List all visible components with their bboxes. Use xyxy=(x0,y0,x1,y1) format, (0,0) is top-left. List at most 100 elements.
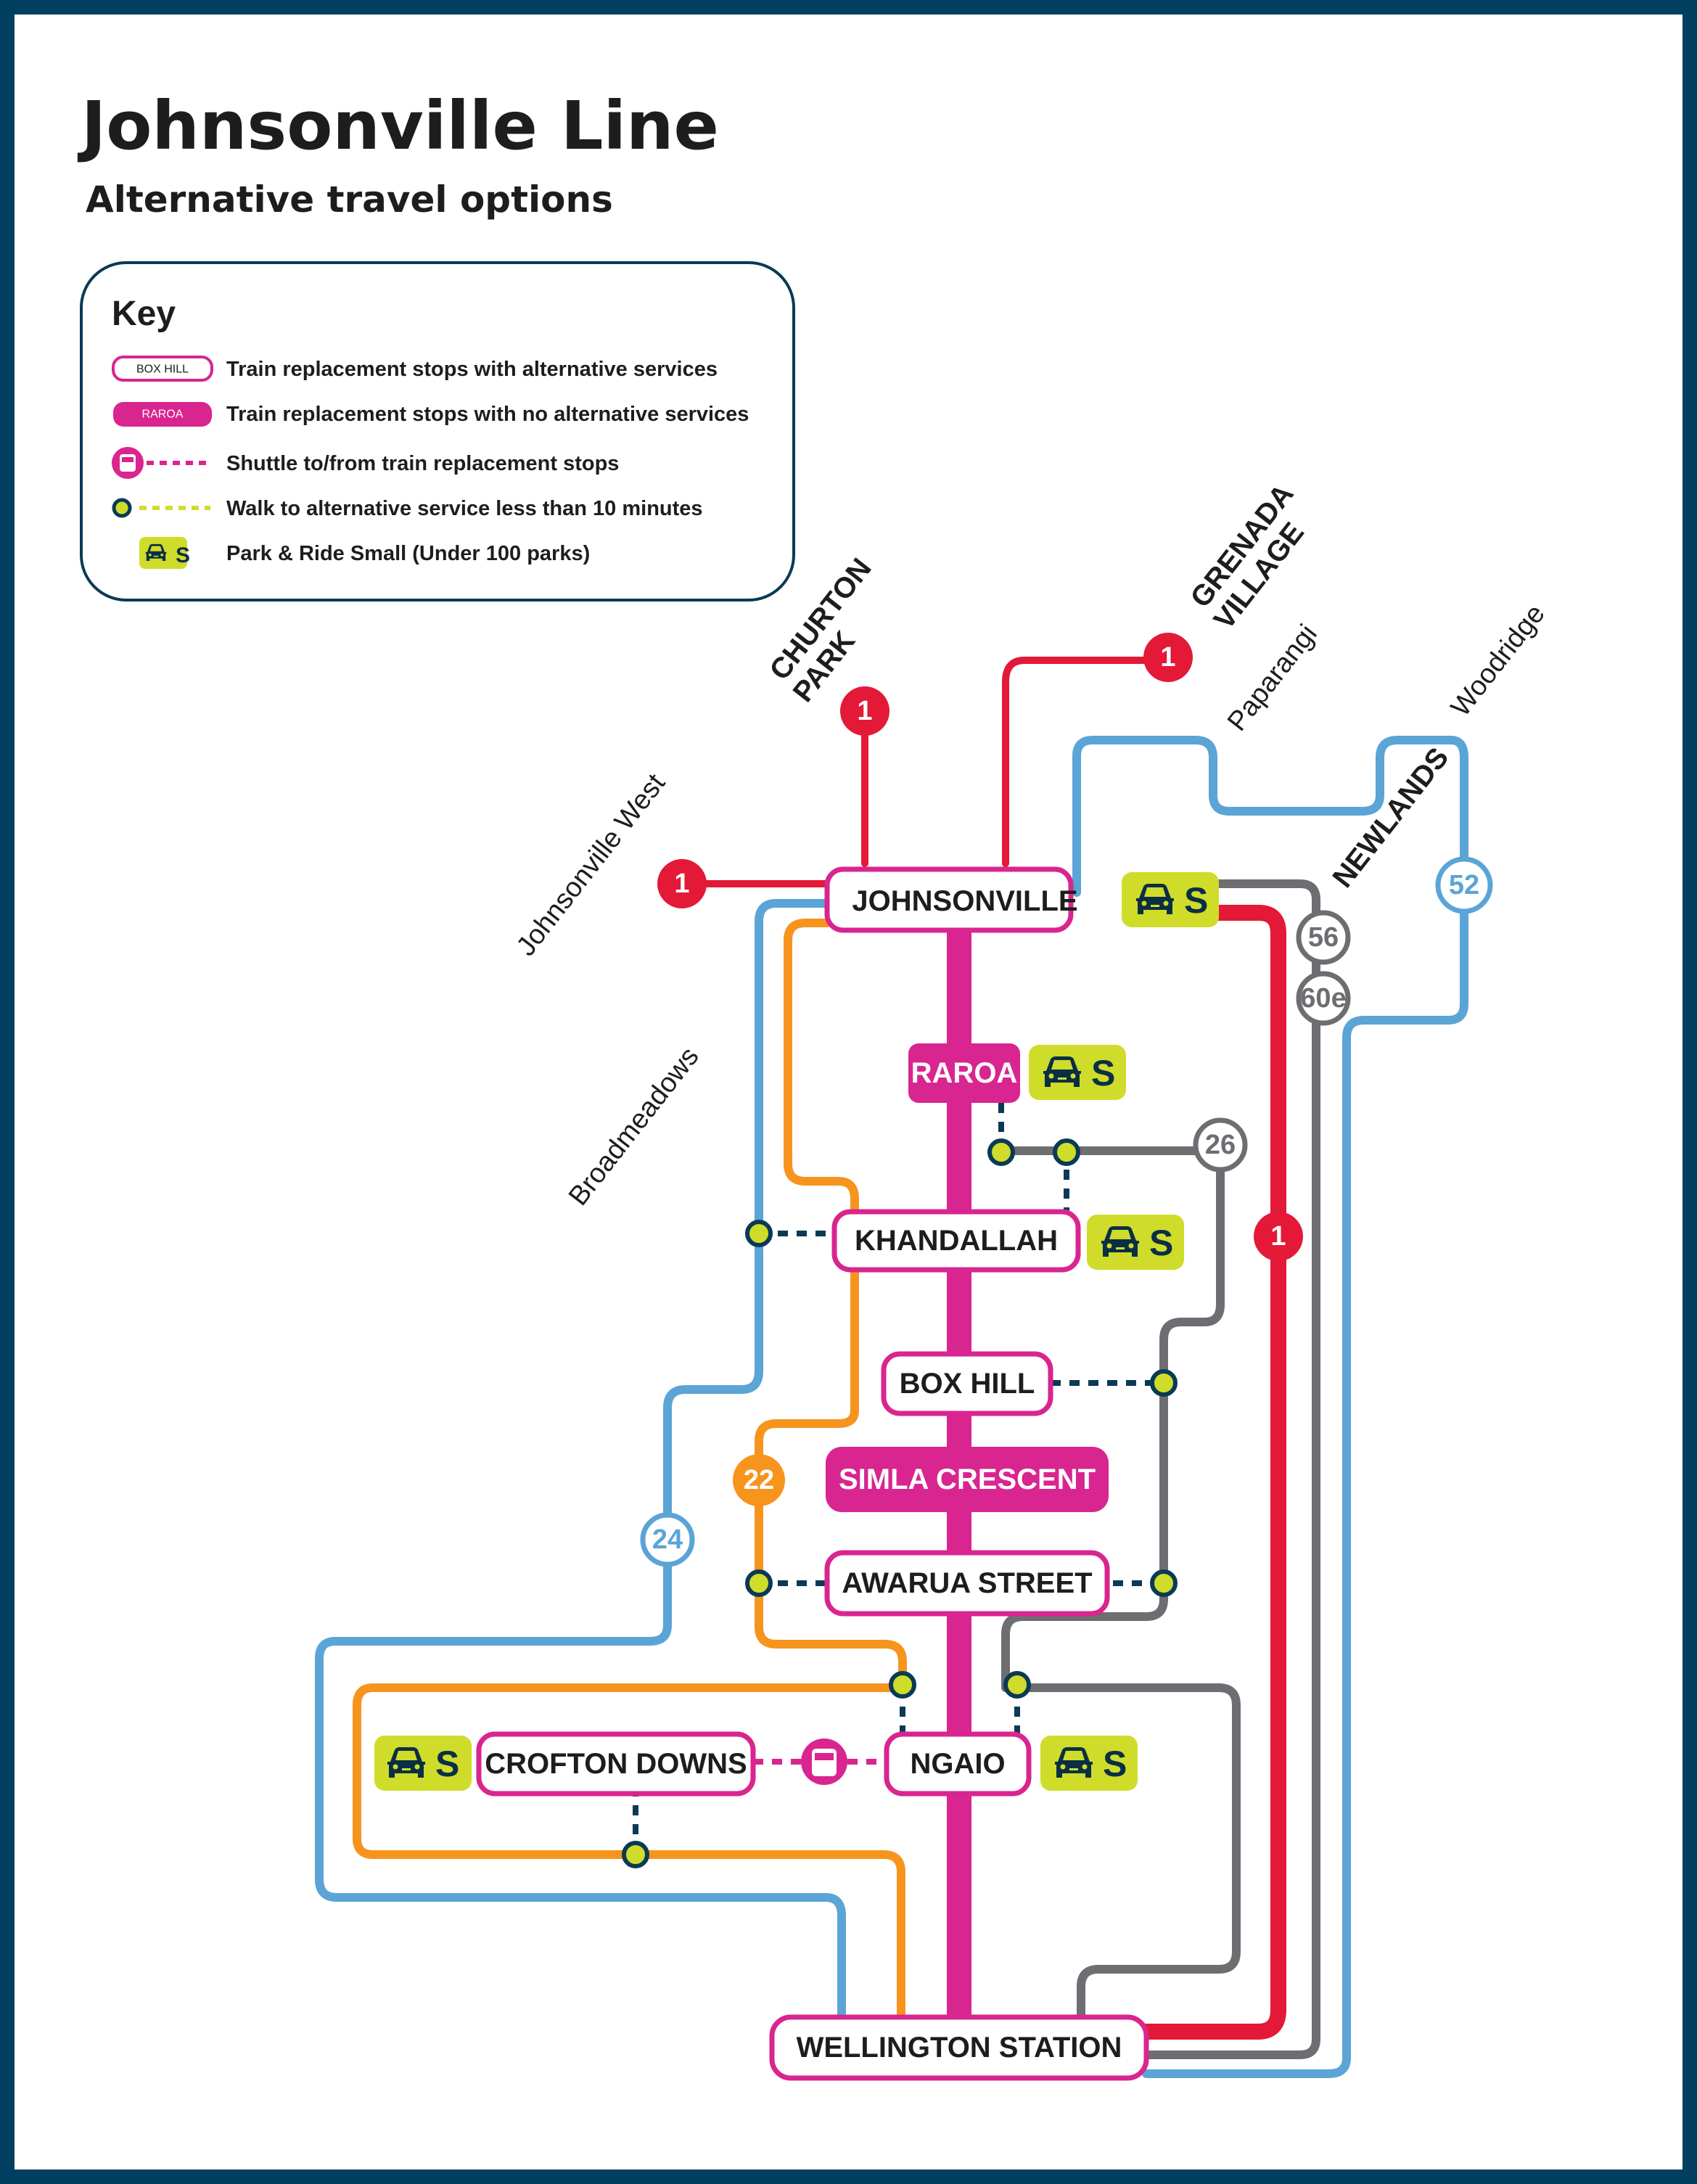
park-ride-ngaio: S xyxy=(1040,1736,1138,1791)
walk-node-icon xyxy=(987,1138,1015,1166)
page-title: Johnsonville Line xyxy=(77,87,719,165)
key-label: Walk to alternative service less than 10… xyxy=(226,497,703,520)
key-label: Train replacement stops with no alternat… xyxy=(226,403,749,426)
route-22-line xyxy=(755,919,907,1688)
walk-node-icon xyxy=(622,1841,649,1868)
svg-text:S: S xyxy=(176,543,190,567)
walk-node-icon xyxy=(1003,1671,1031,1699)
svg-text:1: 1 xyxy=(674,869,689,899)
svg-text:CROFTON DOWNS: CROFTON DOWNS xyxy=(485,1748,747,1780)
map-key: Key BOX HILL Train replacement stops wit… xyxy=(80,261,795,602)
route-badge-52: 52 xyxy=(1435,856,1493,914)
svg-text:RAROA: RAROA xyxy=(911,1057,1018,1089)
station-awarua-street[interactable]: AWARUA STREET xyxy=(824,1550,1110,1617)
svg-text:S: S xyxy=(1149,1223,1173,1263)
page-subtitle: Alternative travel options xyxy=(86,178,613,221)
station-johnsonville[interactable]: JOHNSONVILLE xyxy=(824,866,1078,933)
route-badge-1-jw: 1 xyxy=(657,859,707,908)
svg-text:1: 1 xyxy=(857,696,872,726)
walk-node-icon xyxy=(1053,1138,1080,1166)
svg-text:22: 22 xyxy=(744,1465,774,1495)
svg-text:1: 1 xyxy=(1270,1221,1286,1252)
route-56-60e-line xyxy=(1142,879,1320,2059)
station-crofton-downs[interactable]: CROFTON DOWNS xyxy=(476,1731,756,1797)
route-badge-1-grenada: 1 xyxy=(1143,633,1193,682)
key-title: Key xyxy=(112,295,176,333)
svg-text:NGAIO: NGAIO xyxy=(910,1748,1005,1780)
key-item-shuttle: Shuttle to/from train replacement stops xyxy=(112,447,619,479)
route-52-line xyxy=(1072,736,1468,2078)
svg-text:BOX HILL: BOX HILL xyxy=(136,364,189,376)
route-badge-56: 56 xyxy=(1296,910,1351,965)
route-badge-1-trunk: 1 xyxy=(1254,1212,1303,1261)
park-ride-khandallah: S xyxy=(1087,1215,1184,1270)
svg-text:JOHNSONVILLE: JOHNSONVILLE xyxy=(852,885,1077,917)
svg-text:AWARUA STREET: AWARUA STREET xyxy=(842,1567,1092,1599)
svg-text:Woodridge: Woodridge xyxy=(1445,599,1551,722)
walk-node-icon xyxy=(1150,1369,1178,1397)
svg-text:RAROA: RAROA xyxy=(142,409,184,421)
key-item-no-alt-services: RAROA Train replacement stops with no al… xyxy=(113,402,749,427)
shuttle-icon xyxy=(801,1738,847,1785)
area-label-woodridge: Woodridge xyxy=(1445,599,1551,722)
svg-text:1: 1 xyxy=(1160,642,1175,673)
key-label: Park & Ride Small (Under 100 parks) xyxy=(226,542,590,565)
key-item-park-ride: S Park & Ride Small (Under 100 parks) xyxy=(139,537,590,569)
key-box xyxy=(80,261,795,602)
area-label-paparangi: Paparangi xyxy=(1222,619,1323,736)
route-1-line xyxy=(678,657,1170,887)
route-badge-1-churton: 1 xyxy=(840,686,889,736)
svg-text:WELLINGTON STATION: WELLINGTON STATION xyxy=(797,2032,1122,2064)
station-box-hill[interactable]: BOX HILL xyxy=(881,1351,1053,1416)
route-badge-24: 24 xyxy=(640,1512,695,1567)
walk-node-icon xyxy=(889,1671,916,1699)
park-ride-johnsonville: S xyxy=(1122,872,1219,927)
area-label-johnsonville-west: Johnsonville West xyxy=(511,768,671,962)
station-wellington[interactable]: WELLINGTON STATION xyxy=(769,2014,1149,2081)
svg-text:S: S xyxy=(435,1744,459,1784)
svg-text:NEWLANDS: NEWLANDS xyxy=(1326,742,1455,893)
key-item-walk: Walk to alternative service less than 10… xyxy=(112,497,703,520)
area-label-newlands: NEWLANDS xyxy=(1326,742,1455,893)
park-ride-raroa: S xyxy=(1029,1045,1126,1100)
svg-text:SIMLA CRESCENT: SIMLA CRESCENT xyxy=(839,1463,1096,1495)
station-khandallah[interactable]: KHANDALLAH xyxy=(831,1209,1081,1273)
route-badge-26: 26 xyxy=(1193,1117,1248,1173)
svg-text:KHANDALLAH: KHANDALLAH xyxy=(855,1225,1058,1257)
route-1-trunk xyxy=(1138,905,1286,2040)
route-badge-22: 22 xyxy=(733,1454,785,1506)
route-24-line xyxy=(315,899,846,2029)
svg-text:52: 52 xyxy=(1449,870,1479,900)
svg-text:60e: 60e xyxy=(1300,983,1346,1014)
station-raroa[interactable]: RAROA xyxy=(908,1043,1020,1103)
walk-node-icon xyxy=(745,1569,773,1597)
svg-text:S: S xyxy=(1091,1053,1115,1093)
key-item-alt-services: BOX HILL Train replacement stops with al… xyxy=(112,356,718,382)
area-label-grenada-village: GRENADA VILLAGE xyxy=(1184,478,1310,636)
svg-text:Paparangi: Paparangi xyxy=(1222,619,1323,736)
area-label-broadmeadows: Broadmeadows xyxy=(563,1042,705,1212)
route-26-line xyxy=(995,1146,1241,2029)
key-sample-outline-stop xyxy=(112,356,213,382)
svg-text:S: S xyxy=(1184,880,1208,921)
svg-text:24: 24 xyxy=(652,1524,683,1555)
walk-node-icon xyxy=(745,1220,773,1247)
svg-text:Broadmeadows: Broadmeadows xyxy=(563,1042,705,1212)
svg-text:S: S xyxy=(1103,1744,1127,1784)
park-ride-crofton-downs: S xyxy=(374,1736,472,1791)
route-badge-60e: 60e xyxy=(1296,971,1351,1026)
walk-nodes xyxy=(622,1138,1178,1868)
walk-node-icon xyxy=(1150,1569,1178,1597)
svg-text:BOX HILL: BOX HILL xyxy=(900,1368,1035,1400)
walk-node-icon xyxy=(112,498,132,518)
key-label: Train replacement stops with alternative… xyxy=(226,358,718,381)
svg-text:26: 26 xyxy=(1205,1130,1236,1160)
station-simla-crescent[interactable]: SIMLA CRESCENT xyxy=(826,1447,1109,1512)
route-22-loop xyxy=(353,1683,907,2029)
key-label: Shuttle to/from train replacement stops xyxy=(226,452,619,475)
svg-text:56: 56 xyxy=(1308,922,1339,953)
svg-text:Johnsonville West: Johnsonville West xyxy=(511,768,671,962)
station-ngaio[interactable]: NGAIO xyxy=(884,1731,1032,1797)
key-sample-filled-stop xyxy=(113,402,212,427)
